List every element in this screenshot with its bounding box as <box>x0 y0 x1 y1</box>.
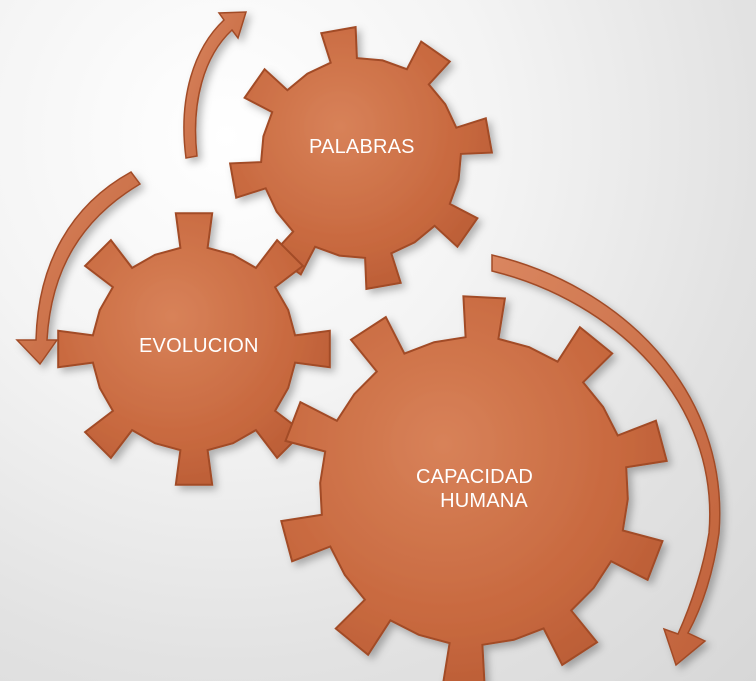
gear-capacidad-humana <box>280 295 668 681</box>
gear-palabras <box>228 25 494 291</box>
cycle-arrow-right <box>491 254 721 667</box>
gear-label-capacidad-line2: HUMANA <box>440 489 528 512</box>
gear-label-palabras: PALABRAS <box>309 136 415 158</box>
gear-label-capacidad-humana: CAPACIDAD HUMANA <box>416 466 533 513</box>
cycle-arrow-top <box>183 11 248 159</box>
cycle-arrow-left <box>15 171 142 366</box>
gear-label-capacidad-line1: CAPACIDAD <box>416 466 534 488</box>
gear-label-evolucion: EVOLUCION <box>139 335 259 357</box>
